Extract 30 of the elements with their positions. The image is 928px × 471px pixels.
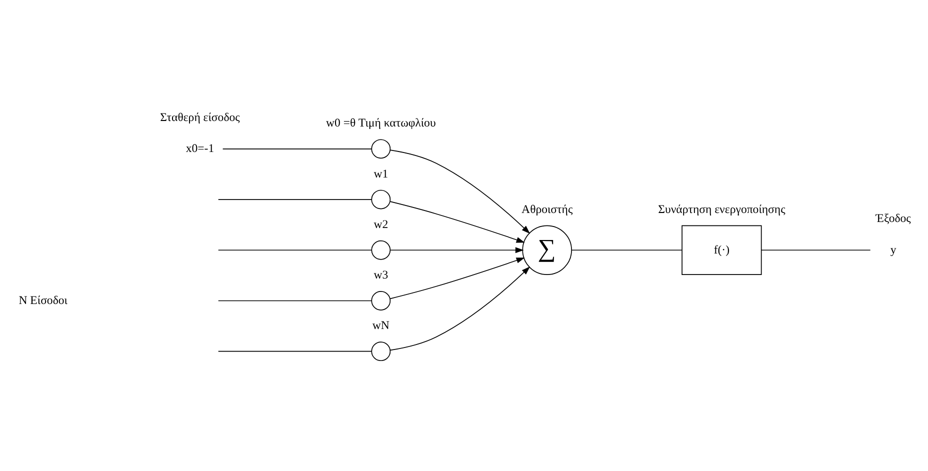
arrow	[390, 246, 524, 253]
node-label: w2	[374, 216, 388, 230]
node-label: w1	[374, 166, 388, 180]
arrow	[390, 149, 530, 234]
node-circle	[371, 341, 391, 361]
connector	[218, 249, 372, 250]
node-label: w0 =θ Τιμή κατωφλίου	[326, 115, 436, 130]
label: Ν Είσοδοι	[18, 292, 68, 306]
node-box: f(·)	[682, 224, 762, 275]
connector	[218, 350, 372, 352]
arrow	[390, 257, 525, 299]
connector	[571, 249, 682, 250]
node-label: Αθροιστής	[522, 201, 573, 216]
node-text: y	[890, 242, 896, 256]
node-label: Σταθερή είσοδος	[160, 109, 240, 124]
node-circle	[371, 290, 391, 310]
connector	[761, 249, 871, 250]
node-label: Έξοδος	[876, 210, 911, 225]
node-label: wN	[372, 318, 390, 332]
node-circle	[371, 138, 391, 158]
node-circle	[371, 189, 391, 209]
node-label: Συνάρτηση ενεργοποίησης	[658, 201, 786, 216]
node-circle	[371, 240, 391, 260]
node-text: x0=-1	[186, 140, 214, 155]
arrow	[390, 200, 525, 242]
connector	[218, 300, 372, 301]
node-label: w3	[374, 267, 388, 282]
connector	[218, 198, 372, 200]
arrow	[390, 266, 530, 350]
connector	[222, 148, 372, 149]
